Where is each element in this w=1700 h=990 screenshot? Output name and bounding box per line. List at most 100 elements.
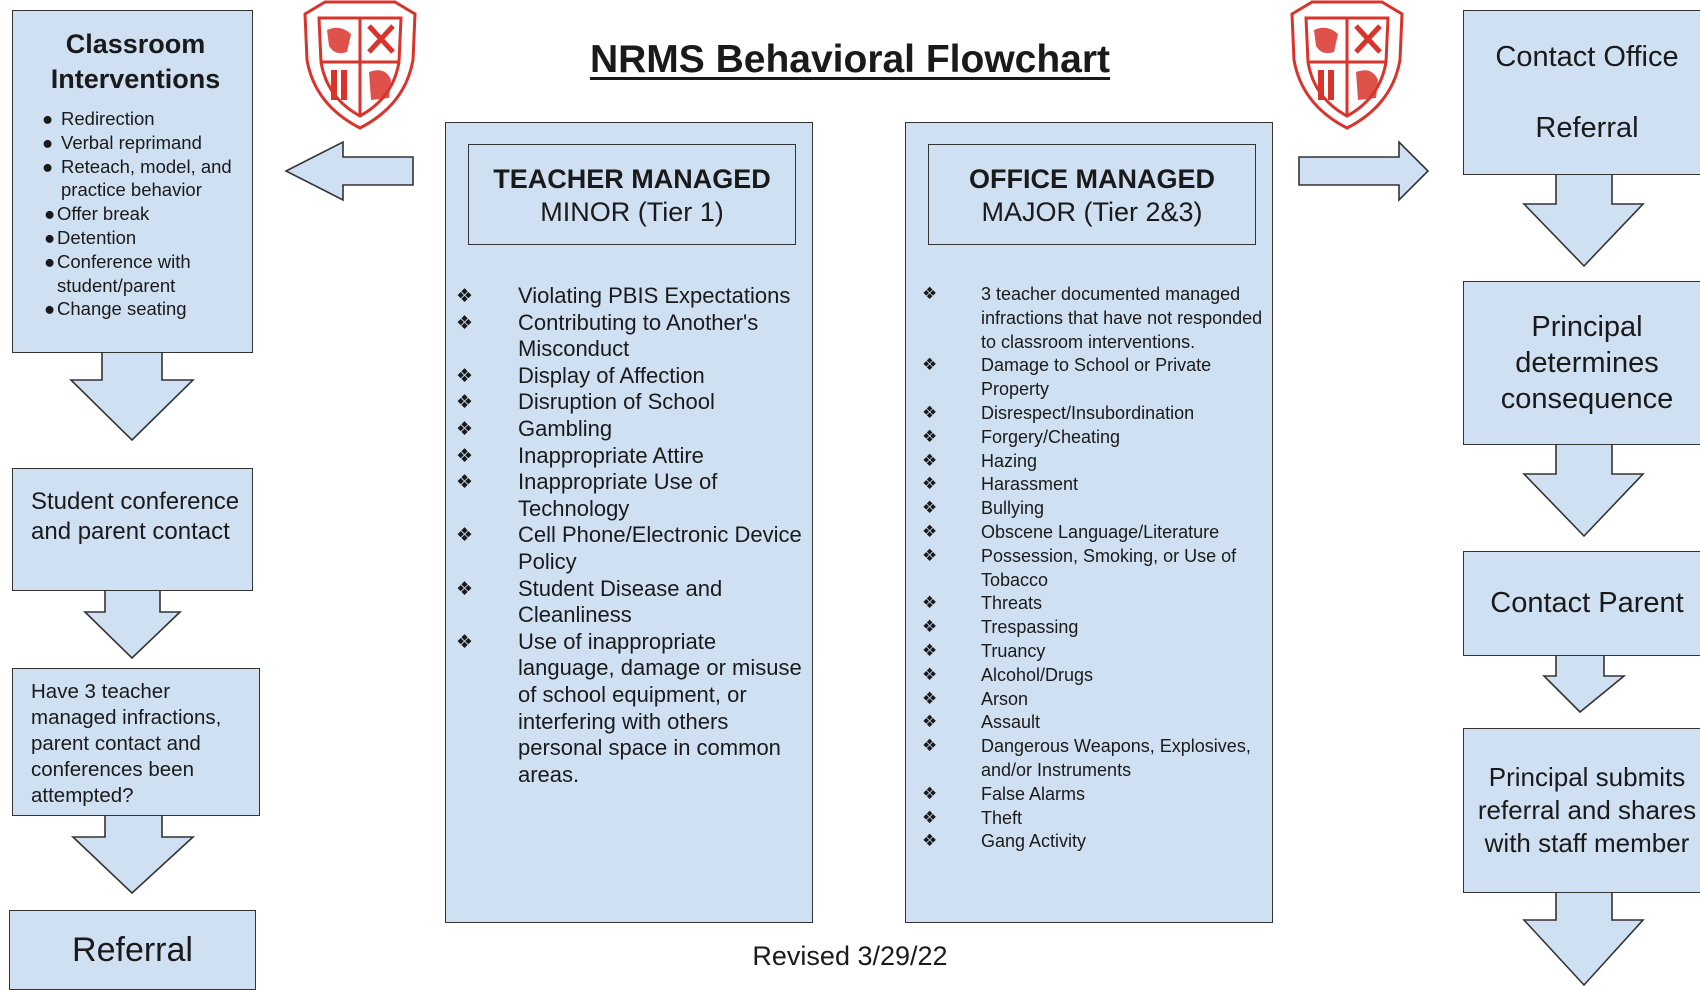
teacher-managed-heading: TEACHER MANAGED bbox=[493, 164, 771, 194]
list-item: ❖ Gambling bbox=[456, 415, 808, 443]
list-item: ❖ Violating PBIS Expectations bbox=[456, 283, 808, 310]
list-item: ❖ Disruption of School bbox=[456, 389, 808, 416]
list-item: ❖3 teacher documented managed infraction… bbox=[922, 283, 1273, 354]
list-item-text: False Alarms bbox=[981, 783, 1086, 804]
list-item-text: Truancy bbox=[981, 640, 1046, 661]
diamond-bullet-icon: ❖ bbox=[922, 617, 938, 638]
principal-determines-box: Principal determines consequence bbox=[1463, 281, 1700, 445]
list-item: ❖ Obscene Language/Literature bbox=[922, 521, 1273, 545]
list-item: ❖ Use of inappropriate language, damage o… bbox=[456, 628, 808, 789]
list-item-text: Inappropriate Attire bbox=[518, 442, 704, 468]
list-item-text: Harassment bbox=[981, 474, 1079, 495]
list-item: ❖ Hazing bbox=[922, 450, 1273, 474]
list-item-text: Disruption of School bbox=[518, 389, 715, 415]
diamond-bullet-icon: ❖ bbox=[456, 391, 474, 414]
list-item: ❖ Trespassing bbox=[922, 616, 1273, 640]
list-item-text: Alcohol/Drugs bbox=[981, 664, 1094, 685]
diamond-bullet-icon: ❖ bbox=[456, 311, 474, 334]
list-item-text: Hazing bbox=[981, 450, 1038, 471]
list-item-text: Use of inappropriate language, damage or… bbox=[518, 628, 802, 787]
list-item: ❖ Arson bbox=[922, 688, 1273, 712]
diamond-bullet-icon: ❖ bbox=[456, 630, 474, 653]
diamond-bullet-icon: ❖ bbox=[922, 545, 938, 566]
diamond-bullet-icon: ❖ bbox=[456, 577, 474, 600]
list-item-text: 3 teacher documented managed infractions… bbox=[981, 284, 1263, 352]
list-item-text: Gang Activity bbox=[981, 831, 1087, 852]
major-infractions-list: ❖ 3 teacher documented managed infraction… bbox=[922, 283, 1273, 854]
teacher-managed-header: TEACHER MANAGED MINOR (Tier 1) bbox=[468, 144, 796, 245]
office-managed-header: OFFICE MANAGED MAJOR (Tier 2&3) bbox=[928, 144, 1256, 245]
diamond-bullet-icon: ❖ bbox=[922, 712, 938, 733]
list-item-text: Inappropriate Use of Technology bbox=[518, 469, 718, 521]
diamond-bullet-icon: ❖ bbox=[922, 664, 938, 685]
list-item: ●Verbal reprimand bbox=[42, 131, 202, 153]
diamond-bullet-icon: ❖ bbox=[922, 426, 938, 447]
office-managed-tier: MAJOR (Tier 2&3) bbox=[981, 197, 1203, 227]
list-item: ❖ Student Disease and Cleanliness bbox=[456, 575, 808, 629]
diamond-bullet-icon: ❖ bbox=[456, 417, 474, 440]
contact-office-label: Contact Office bbox=[1495, 40, 1679, 73]
list-item: ❖Threats bbox=[922, 592, 1273, 616]
list-item-text: Assault bbox=[981, 712, 1041, 733]
list-item-text: Violating PBIS Expectations bbox=[518, 283, 791, 308]
list-item: ❖Contributing to Another's Misconduct bbox=[456, 310, 808, 363]
diamond-bullet-icon: ❖ bbox=[922, 807, 938, 828]
list-item-text: Threats bbox=[981, 593, 1043, 614]
list-item: ❖ Bullying bbox=[922, 497, 1273, 521]
diamond-bullet-icon: ❖ bbox=[922, 402, 938, 423]
classroom-interventions-title: Classroom Interventions bbox=[50, 29, 221, 94]
list-item-text: Damage to School or Private Property bbox=[981, 355, 1212, 400]
list-item: ❖ Gang Activity bbox=[922, 830, 1273, 854]
diamond-bullet-icon: ❖ bbox=[922, 736, 938, 757]
list-item: ●Detention bbox=[44, 226, 137, 248]
list-item: ❖Inappropriate Use of Technology bbox=[456, 469, 808, 522]
list-item: ❖ Truancy bbox=[922, 640, 1273, 664]
list-item-text: Arson bbox=[981, 688, 1029, 709]
list-item: ❖ Forgery/Cheating bbox=[922, 426, 1273, 450]
minor-infractions-list: ❖ Violating PBIS Expectations❖Contributin… bbox=[456, 283, 808, 789]
list-item: ●Change seating bbox=[44, 298, 187, 320]
list-item-text: Trespassing bbox=[981, 617, 1079, 638]
diamond-bullet-icon: ❖ bbox=[922, 355, 938, 376]
diamond-bullet-icon: ❖ bbox=[456, 444, 474, 467]
list-item: ●Offer break bbox=[44, 203, 150, 225]
teacher-managed-column: TEACHER MANAGED MINOR (Tier 1) ❖ Violatin… bbox=[445, 122, 813, 923]
diamond-bullet-icon: ❖ bbox=[456, 364, 474, 387]
list-item-text: Gambling bbox=[518, 415, 613, 441]
diamond-bullet-icon: ❖ bbox=[922, 450, 938, 471]
contact-parent-box: Contact Parent bbox=[1463, 551, 1700, 656]
list-item-text: Obscene Language/Literature bbox=[981, 521, 1220, 542]
interventions-list: ●Redirection ●Verbal reprimand ●Reteach,… bbox=[29, 107, 242, 321]
list-item: ❖ Harassment bbox=[922, 473, 1273, 497]
list-item: ●Conference with student/parent bbox=[44, 250, 191, 296]
list-item: ❖ Alcohol/Drugs bbox=[922, 664, 1273, 688]
diamond-bullet-icon: ❖ bbox=[922, 498, 938, 519]
list-item: ❖Display of Affection bbox=[456, 363, 808, 390]
diamond-bullet-icon: ❖ bbox=[922, 474, 938, 495]
principal-submits-box: Principal submits referral and shares wi… bbox=[1463, 728, 1700, 893]
list-item-text: Forgery/Cheating bbox=[981, 426, 1121, 447]
diamond-bullet-icon: ❖ bbox=[922, 688, 938, 709]
school-crest-left bbox=[303, 0, 417, 130]
diamond-bullet-icon: ❖ bbox=[922, 640, 938, 661]
diamond-bullet-icon: ❖ bbox=[456, 285, 474, 307]
diamond-bullet-icon: ❖ bbox=[922, 831, 938, 852]
list-item-text: Student Disease and Cleanliness bbox=[518, 575, 723, 628]
list-item: ❖ Assault bbox=[922, 711, 1273, 735]
list-item: ●Redirection bbox=[42, 108, 155, 129]
referral-box: Referral bbox=[9, 910, 256, 990]
revised-date: Revised 3/29/22 bbox=[752, 941, 948, 971]
diamond-bullet-icon: ❖ bbox=[922, 521, 938, 542]
diamond-bullet-icon: ❖ bbox=[922, 783, 938, 804]
list-item: ❖Cell Phone/Electronic Device Policy bbox=[456, 522, 808, 575]
three-infractions-question-box: Have 3 teacher managed infractions, pare… bbox=[12, 668, 260, 816]
list-item: ❖ False Alarms bbox=[922, 783, 1273, 807]
list-item: ❖ Damage to School or Private Property bbox=[922, 354, 1273, 402]
list-item-text: Bullying bbox=[981, 498, 1045, 519]
diamond-bullet-icon: ❖ bbox=[456, 524, 474, 547]
list-item: ●Reteach, model, and practice behavior bbox=[42, 155, 232, 201]
